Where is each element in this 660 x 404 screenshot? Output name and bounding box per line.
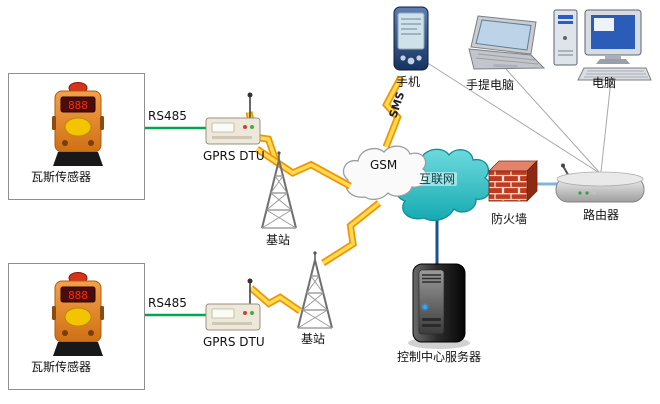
label-gprs-dtu-bottom: GPRS DTU xyxy=(203,335,265,349)
lightning-links xyxy=(245,75,405,314)
label-base-station-top: 基站 xyxy=(266,233,291,247)
label-gsm: GSM xyxy=(370,158,398,172)
label-rs485-bottom: RS485 xyxy=(148,296,187,310)
label-gprs-dtu-top: GPRS DTU xyxy=(203,149,265,163)
base-station-tower-icon xyxy=(253,150,305,232)
label-gas-sensor-bottom: 瓦斯传感器 xyxy=(31,360,92,374)
pda-phone-icon xyxy=(388,5,434,73)
gsm-cloud-icon xyxy=(342,145,428,200)
gas-sensor-icon: 888 xyxy=(50,270,106,358)
sensor-display-value: 888 xyxy=(68,99,88,112)
laptop-icon xyxy=(460,14,548,78)
router-pda-link xyxy=(425,61,599,173)
label-firewall: 防火墙 xyxy=(491,212,528,226)
gas-sensor-icon: 888 xyxy=(50,80,106,168)
label-internet: 互联网 xyxy=(417,172,458,186)
label-gas-sensor-top: 瓦斯传感器 xyxy=(31,170,92,184)
router-laptop-link xyxy=(505,68,600,173)
lightning-bolt-icon xyxy=(384,76,403,148)
gprs-dtu-icon xyxy=(204,90,262,148)
router-icon xyxy=(554,162,648,208)
label-router: 路由器 xyxy=(583,208,620,222)
label-rs485-top: RS485 xyxy=(148,109,187,123)
label-phone: 手机 xyxy=(396,75,421,89)
sensor-display-value: 888 xyxy=(68,289,88,302)
base-station-tower-icon xyxy=(289,250,341,332)
firewall-icon xyxy=(487,157,539,205)
wireless-client-links xyxy=(425,61,612,173)
label-laptop: 手提电脑 xyxy=(466,78,515,92)
label-server: 控制中心服务器 xyxy=(397,350,482,364)
desktop-computer-icon xyxy=(552,6,652,82)
server-icon xyxy=(404,262,474,350)
label-desktop: 电脑 xyxy=(592,76,617,90)
lightning-bolt-icon xyxy=(249,286,302,313)
lightning-bolt-icon xyxy=(322,201,381,265)
router-desktop-link xyxy=(600,79,612,173)
lightning-bolt-icon xyxy=(255,147,351,188)
label-base-station-bottom: 基站 xyxy=(301,332,326,346)
gprs-dtu-icon xyxy=(204,276,262,334)
